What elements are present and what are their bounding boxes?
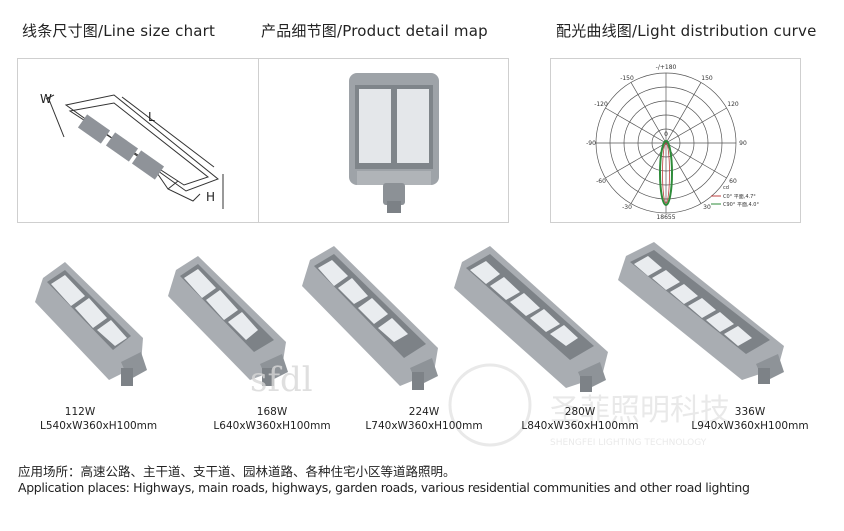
- size-168w: L640xW360xH100mm: [213, 420, 331, 432]
- size-280w: L840xW360xH100mm: [521, 420, 639, 432]
- power-336w: 336W: [734, 406, 766, 418]
- application-en: Application places: Highways, main roads…: [18, 480, 750, 495]
- center-value: 18655: [656, 214, 675, 221]
- product-label-224w: 224W L740xW360xH100mm: [364, 405, 484, 433]
- angle-label-120: 120: [727, 101, 739, 108]
- angle-label-30: 30: [703, 204, 711, 211]
- angle-label-neg90: -90: [586, 140, 596, 147]
- angle-label-180: -/+180: [656, 64, 677, 71]
- label-h: H: [206, 190, 215, 204]
- size-112w: L540xW360xH100mm: [40, 420, 158, 432]
- angle-label-150: 150: [701, 75, 713, 82]
- lamp-image-280w: [452, 240, 622, 400]
- line-size-title: 线条尺寸图/Line size chart: [22, 22, 216, 40]
- angle-label-neg30: -30: [622, 204, 632, 211]
- power-112w: 112W: [64, 406, 96, 418]
- product-label-280w: 280W L840xW360xH100mm: [520, 405, 640, 433]
- polar-chart: -/+180 -150 150 -120 120 -90 90 -60 60 -…: [586, 64, 759, 221]
- product-detail-panel: [258, 58, 509, 223]
- light-curve-title: 配光曲线图/Light distribution curve: [556, 22, 817, 40]
- angle-label-neg150: -150: [620, 75, 634, 82]
- product-label-112w: 112W L540xW360xH100mm: [40, 405, 158, 433]
- lamp-image-224w: [296, 240, 456, 400]
- product-label-168w: 168W L640xW360xH100mm: [212, 405, 332, 433]
- label-w: W: [40, 92, 52, 106]
- size-336w: L940xW360xH100mm: [691, 420, 809, 432]
- angle-label-neg60: -60: [596, 178, 606, 185]
- product-detail-image: [349, 73, 439, 213]
- watermark-text-en: SHENGFEI LIGHTING TECHNOLOGY: [550, 438, 707, 448]
- watermark-brand: sfdl: [250, 360, 313, 400]
- lamp-image-112w: [25, 240, 165, 400]
- product-detail-title: 产品细节图/Product detail map: [261, 22, 488, 40]
- angle-label-60: 60: [729, 178, 737, 185]
- power-224w: 224W: [408, 406, 440, 418]
- legend-c90: C90° 平面,4.0°: [723, 202, 759, 208]
- light-curve-panel: -/+180 -150 150 -120 120 -90 90 -60 60 -…: [550, 58, 801, 223]
- lamp-image-336w: [616, 240, 796, 400]
- lamp-image-168w: [158, 240, 308, 400]
- angle-label-neg120: -120: [594, 101, 608, 108]
- size-224w: L740xW360xH100mm: [365, 420, 483, 432]
- line-size-drawing: W L H: [40, 92, 224, 209]
- product-label-336w: 336W L940xW360xH100mm: [688, 405, 812, 433]
- application-cn: 应用场所：高速公路、主干道、支干道、园林道路、各种住宅小区等道路照明。: [18, 464, 456, 479]
- angle-label-90: 90: [739, 140, 747, 147]
- legend-c0: C0° 平面,4.7°: [723, 194, 756, 200]
- power-168w: 168W: [256, 406, 288, 418]
- power-280w: 280W: [564, 406, 596, 418]
- line-size-panel: W L H: [17, 58, 268, 223]
- angle-label-0: 0: [664, 131, 668, 138]
- label-l: L: [148, 110, 155, 124]
- legend-unit: cd: [723, 185, 729, 191]
